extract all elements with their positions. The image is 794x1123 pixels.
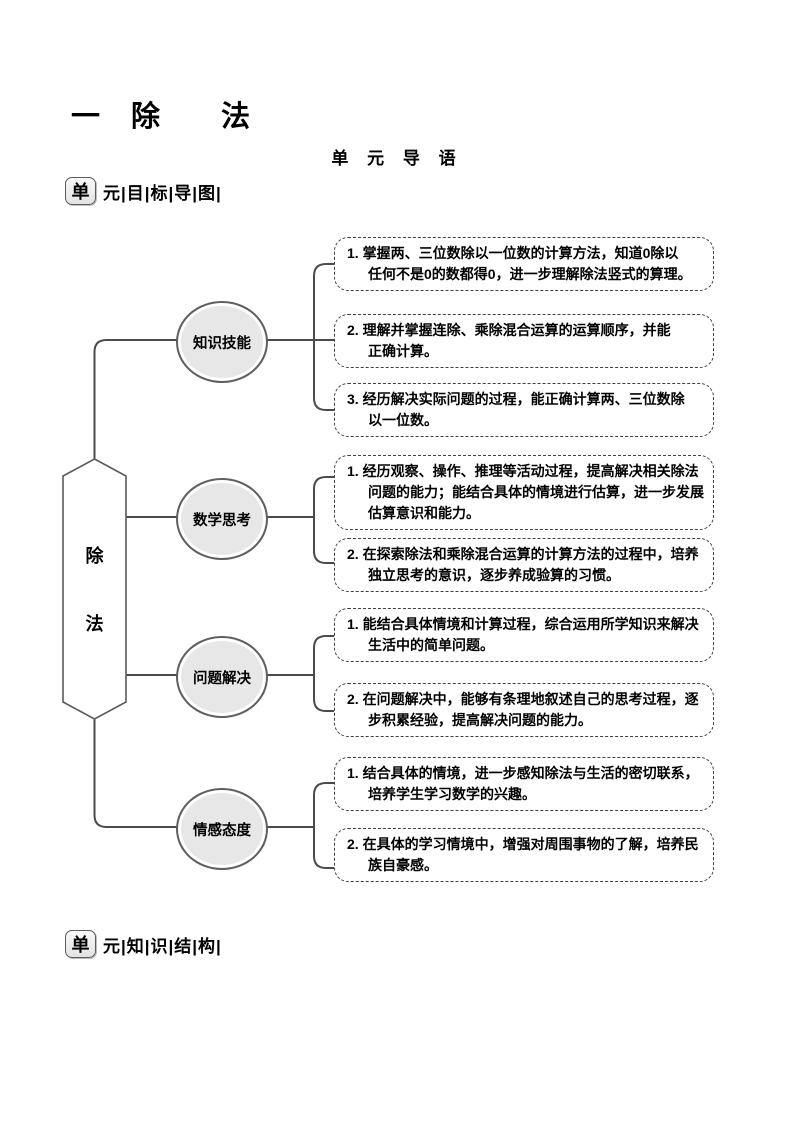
goal-text: 3. 经历解决实际问题的过程，能正确计算两、三位数除 以一位数。 (347, 391, 685, 428)
goal-box: 1. 结合具体的情境，进一步感知除法与生活的密切联系， 培养学生学习数学的兴趣。 (334, 757, 714, 811)
goal-box: 1. 能结合具体情境和计算过程，综合运用所学知识来解决 生活中的简单问题。 (334, 608, 714, 662)
goal-box: 2. 在问题解决中，能够有条理地叙述自己的思考过程，逐 步积累经验，提高解决问题… (334, 683, 714, 737)
section-header-goal-map: 单 元|目|标|导|图| (65, 177, 222, 205)
goal-text: 2. 在具体的学习情境中，增强对周围事物的了解，培养民 族自豪感。 (347, 836, 699, 873)
goal-text: 1. 经历观察、操作、推理等活动过程，提高解决相关除法 问题的能力；能结合具体的… (347, 463, 704, 521)
branch-node-problem-solving: 问题解决 (176, 636, 268, 718)
root-node-char: 法 (85, 614, 104, 634)
goal-box: 2. 在探索除法和乘除混合运算的计算方法的过程中，培养 独立思考的意识，逐步养成… (334, 538, 714, 592)
branch-node-label: 知识技能 (193, 335, 251, 352)
section-label-knowledge-structure: 元|知|识|结|构| (103, 936, 222, 956)
branch-node-math-thinking: 数学思考 (176, 478, 268, 560)
section-badge-icon: 单 (65, 177, 96, 205)
page-subtitle: 单 元 导 语 (331, 149, 463, 168)
root-node-char: 除 (85, 546, 104, 566)
goal-box: 1. 掌握两、三位数除以一位数的计算方法，知道0除以 任何不是0的数都得0，进一… (334, 237, 714, 291)
goal-box: 1. 经历观察、操作、推理等活动过程，提高解决相关除法 问题的能力；能结合具体的… (334, 455, 714, 530)
goal-box: 2. 理解并掌握连除、乘除混合运算的运算顺序，并能 正确计算。 (334, 314, 714, 368)
branch-node-label: 情感态度 (193, 822, 251, 839)
goal-box: 2. 在具体的学习情境中，增强对周围事物的了解，培养民 族自豪感。 (334, 828, 714, 882)
goal-box: 3. 经历解决实际问题的过程，能正确计算两、三位数除 以一位数。 (334, 383, 714, 437)
goal-text: 2. 理解并掌握连除、乘除混合运算的运算顺序，并能 正确计算。 (347, 322, 671, 359)
root-node-division: 除 法 (63, 476, 126, 702)
goal-text: 2. 在探索除法和乘除混合运算的计算方法的过程中，培养 独立思考的意识，逐步养成… (347, 546, 699, 583)
goal-text: 1. 能结合具体情境和计算过程，综合运用所学知识来解决 生活中的简单问题。 (347, 616, 699, 653)
branch-node-label: 数学思考 (193, 512, 251, 529)
branch-node-knowledge-skills: 知识技能 (176, 301, 268, 383)
section-label-goal-map: 元|目|标|导|图| (103, 183, 222, 203)
root-hexagon (62, 458, 127, 720)
goal-text: 1. 结合具体的情境，进一步感知除法与生活的密切联系， 培养学生学习数学的兴趣。 (347, 765, 699, 802)
branch-node-label: 问题解决 (193, 670, 251, 687)
section-badge-icon: 单 (65, 930, 96, 958)
branch-node-emotional-attitude: 情感态度 (176, 788, 268, 870)
page-title: 一 除 法 (71, 101, 252, 133)
goal-text: 1. 掌握两、三位数除以一位数的计算方法，知道0除以 任何不是0的数都得0，进一… (347, 245, 692, 282)
goal-text: 2. 在问题解决中，能够有条理地叙述自己的思考过程，逐 步积累经验，提高解决问题… (347, 691, 699, 728)
section-header-knowledge-structure: 单 元|知|识|结|构| (65, 930, 222, 958)
